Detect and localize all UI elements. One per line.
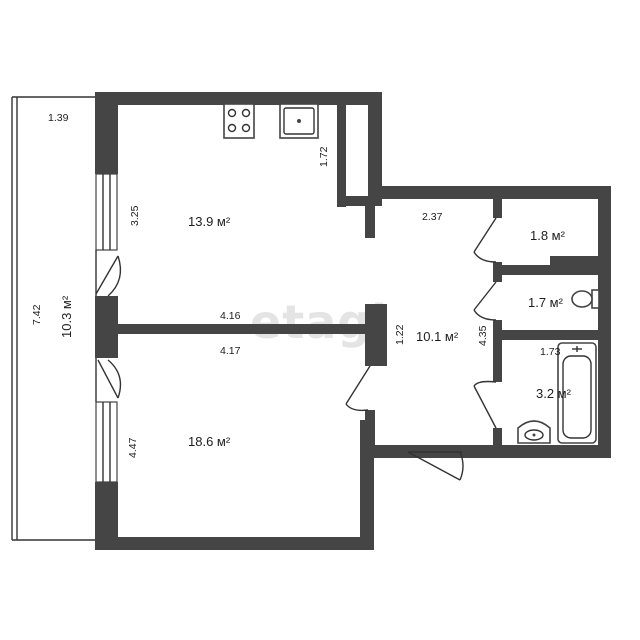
dim-hall-passage: 1.22 — [394, 324, 406, 345]
dim-loggia-length: 7.42 — [31, 304, 43, 325]
dim-bath-width: 1.73 — [540, 346, 561, 358]
washbasin-icon — [517, 420, 551, 444]
kitchen-area: 13.9 м² — [188, 214, 231, 229]
door-bathroom — [473, 380, 497, 429]
door-entrance — [407, 451, 464, 481]
bathtub-icon — [557, 342, 597, 444]
loggia-outline — [11, 96, 95, 541]
walls — [95, 92, 611, 550]
dim-kitchen-niche: 1.72 — [318, 146, 330, 167]
storage-area: 1.8 м² — [530, 228, 566, 243]
loggia-area: 10.3 м² — [59, 295, 74, 338]
door-bedroom — [345, 365, 371, 412]
toilet-area: 1.7 м² — [528, 295, 564, 310]
balcony-door-kitchen — [95, 250, 122, 297]
bedroom-area: 18.6 м² — [188, 434, 231, 449]
window-kitchen — [95, 173, 118, 251]
balcony-door-bedroom — [95, 358, 122, 402]
hall-area: 10.1 м² — [416, 329, 459, 344]
door-storage — [473, 217, 497, 263]
dim-hall-side: 4.35 — [477, 325, 489, 346]
dim-bedroom-window-side: 4.47 — [127, 437, 139, 458]
window-bedroom — [95, 401, 118, 483]
bathroom-area: 3.2 м² — [536, 386, 572, 401]
stove-icon — [223, 103, 255, 139]
dim-loggia-width: 1.39 — [48, 112, 69, 124]
toilet-icon — [571, 289, 600, 309]
dim-hall-top: 2.37 — [422, 211, 443, 223]
watermark-text: etagi — [250, 295, 388, 349]
dim-bedroom-wall: 4.17 — [220, 345, 241, 357]
dim-kitchen-window-side: 3.25 — [129, 205, 141, 226]
dim-kitchen-wall: 4.16 — [220, 310, 241, 322]
sink-icon — [279, 103, 319, 139]
door-toilet — [473, 281, 497, 321]
